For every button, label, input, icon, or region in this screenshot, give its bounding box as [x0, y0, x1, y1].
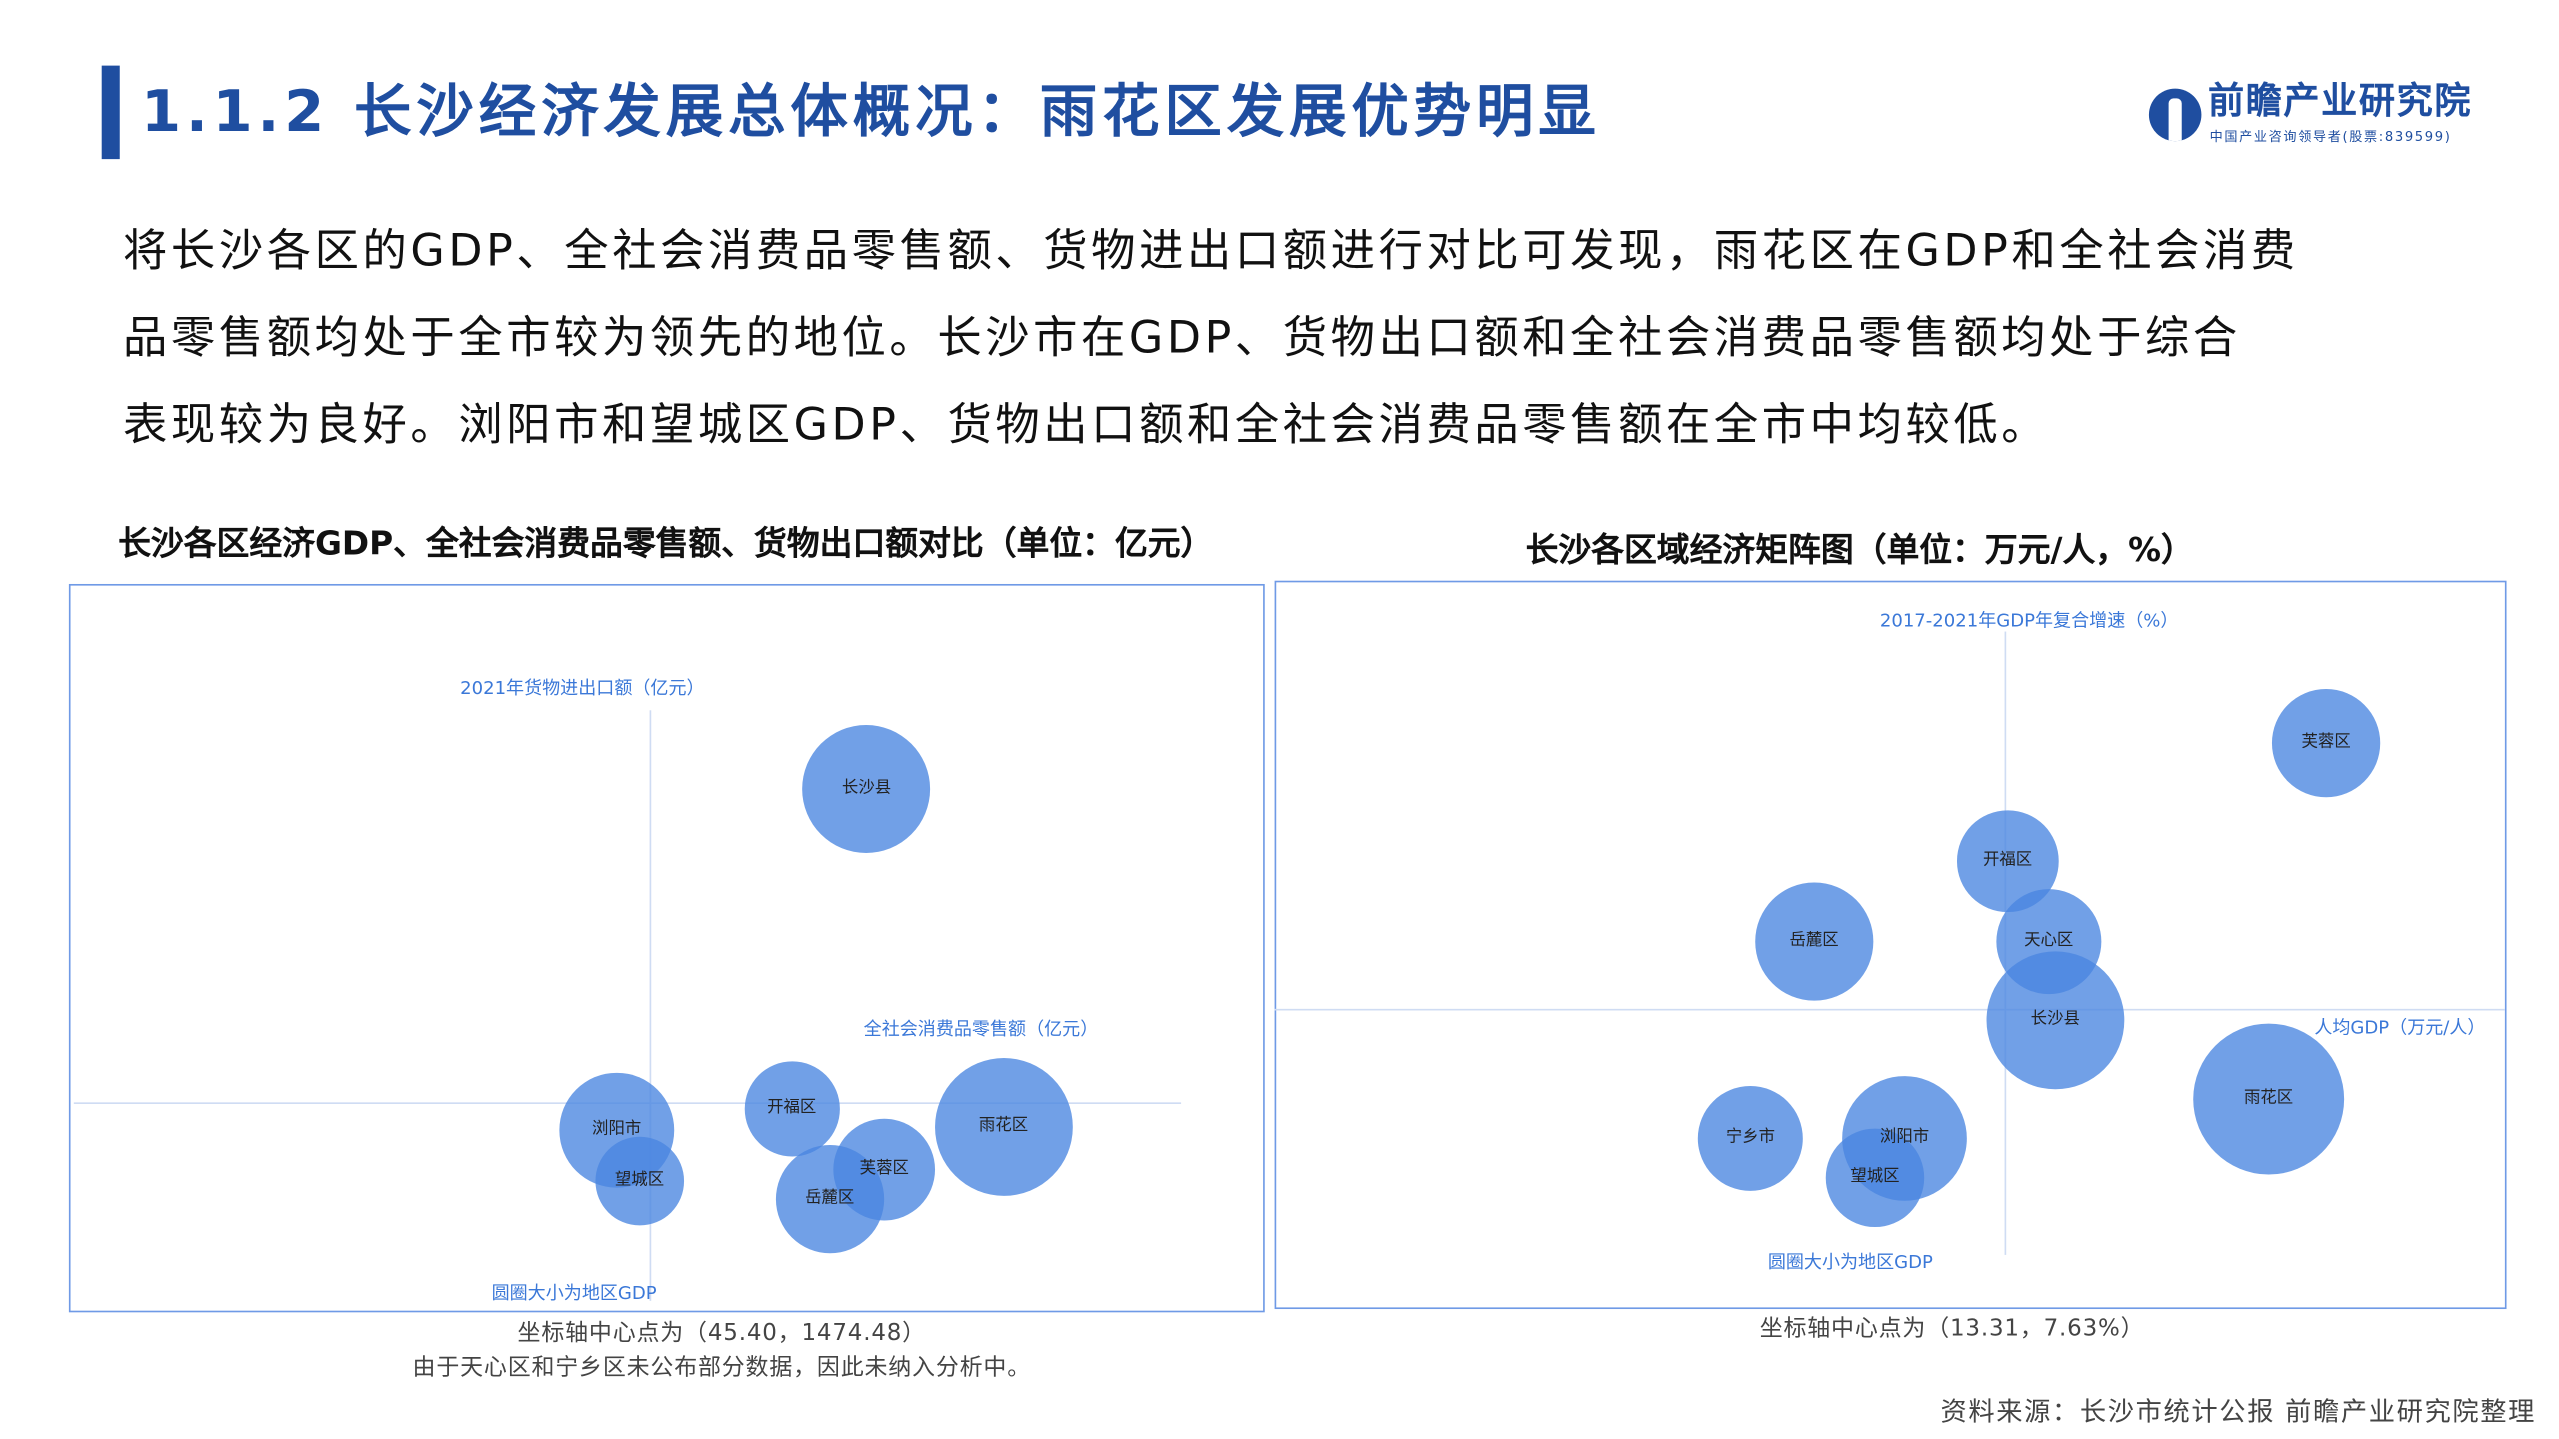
bubble-label: 芙蓉区 — [859, 1159, 909, 1178]
bubble-label: 岳麓区 — [805, 1189, 855, 1208]
paragraph-line: 品零售额均处于全市较为领先的地位。长沙市在GDP、货物出口额和全社会消费品零售额… — [123, 313, 2241, 365]
left-axis-center-caption: 坐标轴中心点为（45.40，1474.48） — [517, 1320, 926, 1347]
bubble-label: 望城区 — [1850, 1167, 1900, 1186]
page-title: 1.1.2 长沙经济发展总体概况：雨花区发展优势明显 — [141, 80, 1601, 146]
bubble-岳麓区 — [1755, 882, 1873, 1001]
bubble-label: 浏阳市 — [1879, 1128, 1930, 1147]
bubble-望城区 — [1825, 1128, 1924, 1227]
bubble-label: 开福区 — [1982, 851, 2033, 870]
bubble-label: 长沙县 — [841, 779, 892, 798]
bubble-label: 浏阳市 — [592, 1120, 642, 1139]
x-axis-line — [1274, 1008, 2505, 1011]
right-chart-frame — [1274, 580, 2507, 1310]
right-chart-title: 长沙各区域经济矩阵图（单位：万元/人，%） — [1525, 529, 2194, 570]
right-y-axis-label: 2017-2021年GDP年复合增速（%） — [1879, 610, 2179, 632]
right-axis-center-caption: 坐标轴中心点为（13.31，7.63%） — [1759, 1315, 2145, 1342]
bubble-label: 开福区 — [767, 1099, 817, 1118]
right-size-label: 圆圈大小为地区GDP — [1767, 1251, 1933, 1273]
logo-tagline: 中国产业咨询领导者(股票:839599) — [2209, 129, 2452, 145]
left-note-caption: 由于天心区和宁乡区未公布部分数据，因此未纳入分析中。 — [412, 1354, 1031, 1382]
paragraph-line: 表现较为良好。浏阳市和望城区GDP、货物出口额和全社会消费品零售额在全市中均较低… — [123, 400, 2050, 452]
bubble-label: 宁乡市 — [1725, 1128, 1776, 1147]
bubble-望城区 — [595, 1137, 684, 1226]
bubble-芙蓉区 — [2271, 688, 2381, 798]
bubble-label: 望城区 — [614, 1171, 665, 1190]
logo: 前瞻产业研究院 中国产业咨询领导者(股票:839599) — [2148, 82, 2477, 151]
lighthouse-logo-icon — [2148, 88, 2202, 142]
bubble-label: 天心区 — [2024, 931, 2074, 950]
bubble-雨花区 — [2193, 1023, 2345, 1175]
paragraph-line: 将长沙各区的GDP、全社会消费品零售额、货物进出口额进行对比可发现，雨花区在GD… — [123, 226, 2299, 278]
source-note: 资料来源：长沙市统计公报 前瞻产业研究院整理 — [1940, 1395, 2537, 1428]
bubble-长沙县 — [802, 724, 931, 854]
bubble-长沙县 — [1986, 951, 2124, 1089]
title-accent-bar — [101, 65, 120, 160]
bubble-label: 岳麓区 — [1789, 931, 1839, 950]
bubble-雨花区 — [934, 1058, 1073, 1196]
bubble-label: 芙蓉区 — [2301, 733, 2351, 752]
y-axis-line — [649, 710, 652, 1301]
left-chart-title: 长沙各区经济GDP、全社会消费品零售额、货物出口额对比（单位：亿元） — [118, 523, 1214, 563]
bubble-岳麓区 — [775, 1144, 885, 1254]
bubble-label: 长沙县 — [2030, 1010, 2080, 1029]
left-chart-frame — [68, 583, 1265, 1313]
bubble-宁乡市 — [1697, 1085, 1804, 1192]
left-x-axis-label: 全社会消费品零售额（亿元） — [863, 1018, 1099, 1041]
left-size-label: 圆圈大小为地区GDP — [491, 1282, 657, 1305]
bubble-开福区 — [744, 1061, 840, 1157]
right-x-axis-label: 人均GDP（万元/人） — [2314, 1017, 2486, 1039]
left-y-axis-label: 2021年货物进出口额（亿元） — [460, 677, 705, 699]
bubble-label: 雨花区 — [978, 1117, 1029, 1136]
logo-name: 前瞻产业研究院 — [2207, 82, 2473, 124]
bubble-label: 雨花区 — [2243, 1089, 2294, 1108]
